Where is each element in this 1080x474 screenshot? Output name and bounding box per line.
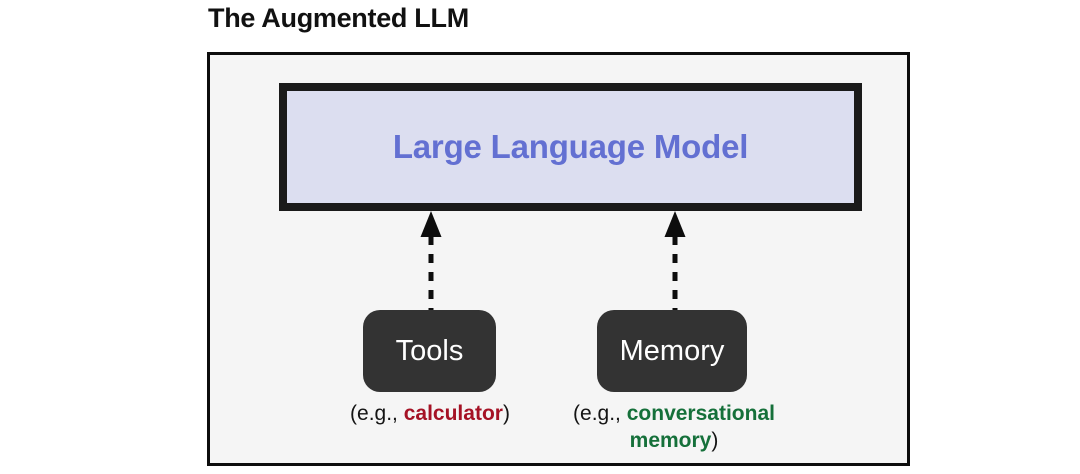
capability-caption-tools: (e.g., calculator) (320, 400, 540, 427)
capability-caption-memory: (e.g., conversational memory) (540, 400, 808, 454)
capability-label-tools: Tools (395, 334, 464, 367)
page-title: The Augmented LLM (208, 3, 469, 33)
diagram-frame: Large Language Model Tools Memory (e.g.,… (207, 52, 910, 466)
llm-node-label: Large Language Model (392, 128, 749, 165)
caption-highlight-memory: conversational memory (626, 402, 775, 452)
capability-node-tools: Tools (363, 310, 496, 392)
caption-suffix-memory: ) (711, 429, 719, 452)
caption-highlight-tools: calculator (403, 402, 503, 425)
capability-label-memory: Memory (619, 334, 725, 367)
capability-node-memory: Memory (597, 310, 747, 392)
llm-node: Large Language Model (279, 83, 862, 211)
caption-prefix-tools: (e.g., (350, 402, 404, 425)
caption-suffix-tools: ) (502, 402, 510, 425)
caption-prefix-memory: (e.g., (573, 402, 627, 425)
